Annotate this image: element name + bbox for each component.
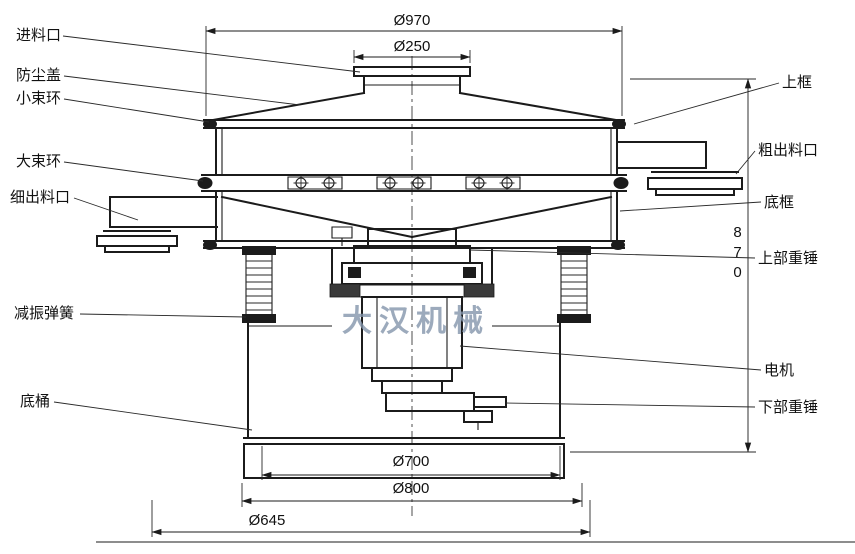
dim-bottom-diameter-text: Ø645	[249, 512, 286, 529]
fine-outlet	[96, 196, 218, 253]
dimension-base-inner: Ø700	[261, 446, 561, 480]
upper-frame	[215, 127, 618, 176]
dimension-base-outer: Ø800	[241, 480, 583, 507]
label-lower-weight: 下部重锤	[758, 399, 818, 416]
label-damping-spring: 减振弹簧	[14, 305, 74, 322]
large-clamp-ring	[197, 174, 629, 192]
dimension-overall-height	[570, 78, 756, 453]
labels-left: 进料口 防尘盖 小束环 大束环 细出料口 减振弹簧 底桶	[10, 27, 74, 410]
dimension-inlet-diameter: Ø250	[353, 38, 471, 63]
leader-lines	[53, 35, 780, 431]
damping-spring-left	[242, 246, 276, 323]
upper-weight	[331, 226, 483, 285]
label-small-clamp-ring: 小束环	[16, 90, 61, 107]
damping-spring-right	[557, 246, 591, 323]
labels-right: 上框 粗出料口 底框 上部重锤 电机 下部重锤	[758, 74, 818, 416]
lower-weight	[385, 392, 507, 430]
dim-base-inner-text: Ø700	[393, 453, 430, 470]
label-large-clamp-ring: 大束环	[16, 153, 61, 170]
clamp-bolt-icons	[293, 175, 515, 191]
coarse-outlet	[616, 141, 743, 196]
dim-top-diameter-text: Ø970	[394, 12, 431, 29]
dim-base-outer-text: Ø800	[393, 480, 430, 497]
bottom-frame	[203, 190, 625, 250]
label-bottom-frame: 底框	[764, 194, 794, 211]
label-coarse-outlet: 粗出料口	[758, 142, 818, 159]
dust-cover	[203, 91, 625, 129]
dim-inlet-diameter-text: Ø250	[394, 38, 431, 55]
base-barrel	[243, 322, 565, 479]
label-upper-weight: 上部重锤	[758, 250, 818, 267]
label-dust-cover: 防尘盖	[16, 67, 61, 84]
dim-overall-height-text: 870	[729, 224, 746, 284]
label-upper-frame: 上框	[782, 74, 812, 91]
dimension-top-diameter: Ø970	[205, 12, 623, 116]
label-fine-outlet: 细出料口	[10, 189, 70, 206]
motor-assembly	[248, 226, 560, 430]
label-feed-inlet: 进料口	[16, 27, 61, 44]
watermark-text: 大汉机械	[342, 305, 490, 338]
label-motor: 电机	[764, 362, 794, 379]
dimension-bottom-diameter: Ø645	[151, 500, 591, 537]
label-base-barrel: 底桶	[20, 393, 50, 410]
